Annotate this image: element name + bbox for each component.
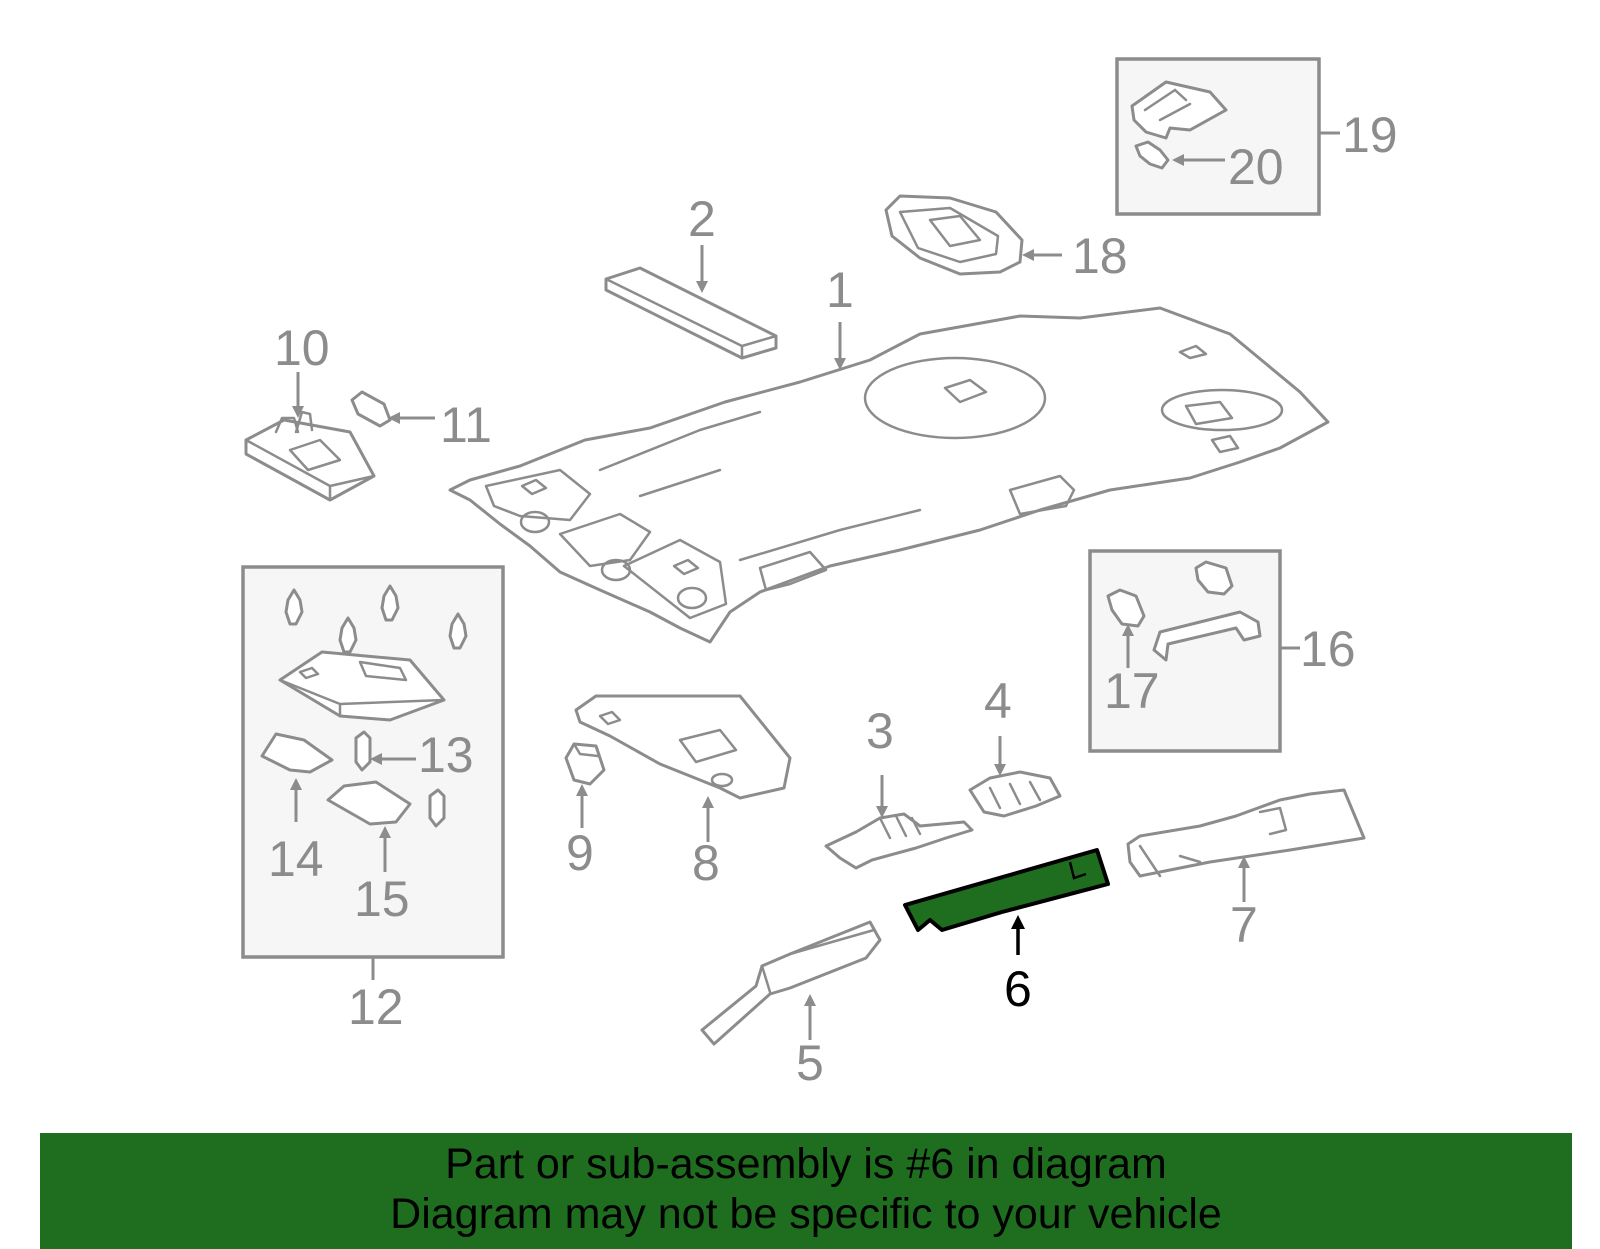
callout-10: 10 [274, 320, 330, 376]
part-14-lens[interactable] [260, 732, 334, 774]
part-18-lamp-cover[interactable] [884, 194, 1024, 276]
part-1-headliner[interactable] [448, 306, 1330, 644]
part-12-console[interactable] [278, 650, 446, 722]
part-10-dome-lamp[interactable] [244, 410, 376, 502]
part-13-bulb[interactable] [354, 730, 446, 828]
banner-line-part: Part or sub-assembly is #6 in diagram [445, 1140, 1167, 1188]
part-3-clip-set[interactable] [824, 812, 974, 870]
callout-5: 5 [796, 1035, 824, 1091]
part-16-grip-handle[interactable] [1152, 610, 1262, 662]
part-12-clips[interactable] [284, 584, 468, 654]
callout-16: 16 [1300, 621, 1356, 677]
part-20-bulb[interactable] [1134, 140, 1170, 170]
callout-7: 7 [1230, 897, 1258, 953]
callout-20: 20 [1228, 139, 1284, 195]
callout-1: 1 [826, 262, 854, 318]
callout-15: 15 [354, 871, 410, 927]
callout-17: 17 [1104, 663, 1160, 719]
part-19-map-lamp[interactable] [1130, 80, 1228, 140]
part-4-clip-set[interactable] [968, 770, 1062, 818]
callout-6: 6 [1004, 961, 1032, 1017]
callout-18: 18 [1072, 228, 1128, 284]
callout-4: 4 [984, 673, 1012, 729]
callout-9: 9 [566, 825, 594, 881]
callout-labels: 1 2 3 4 5 6 7 8 9 10 11 12 13 14 15 16 1… [268, 107, 1398, 1091]
part-2-pad[interactable] [604, 266, 778, 360]
part-9-visor-holder[interactable] [564, 742, 606, 786]
group-box-19 [1115, 57, 1340, 216]
part-15-lens[interactable] [326, 780, 412, 826]
part-8-sun-visor[interactable] [574, 694, 792, 800]
callout-14: 14 [268, 831, 324, 887]
part-17-cap[interactable] [1106, 560, 1234, 628]
group-box-16 [1088, 549, 1300, 753]
part-6-highlighted-trim[interactable] [903, 848, 1110, 932]
callout-3: 3 [866, 703, 894, 759]
callout-19: 19 [1342, 107, 1398, 163]
part-11-bulb[interactable] [350, 390, 392, 428]
callout-13: 13 [418, 727, 474, 783]
banner-line-disclaimer: Diagram may not be specific to your vehi… [390, 1190, 1222, 1238]
part-7-garnish[interactable] [1126, 788, 1366, 878]
callout-8: 8 [692, 835, 720, 891]
callout-11: 11 [440, 397, 492, 453]
group-box-12 [241, 565, 505, 980]
info-banner: Part or sub-assembly is #6 in diagram Di… [40, 1133, 1572, 1249]
part-5-pillar-trim[interactable] [700, 920, 882, 1046]
callout-2: 2 [688, 191, 716, 247]
callout-12: 12 [348, 979, 404, 1035]
